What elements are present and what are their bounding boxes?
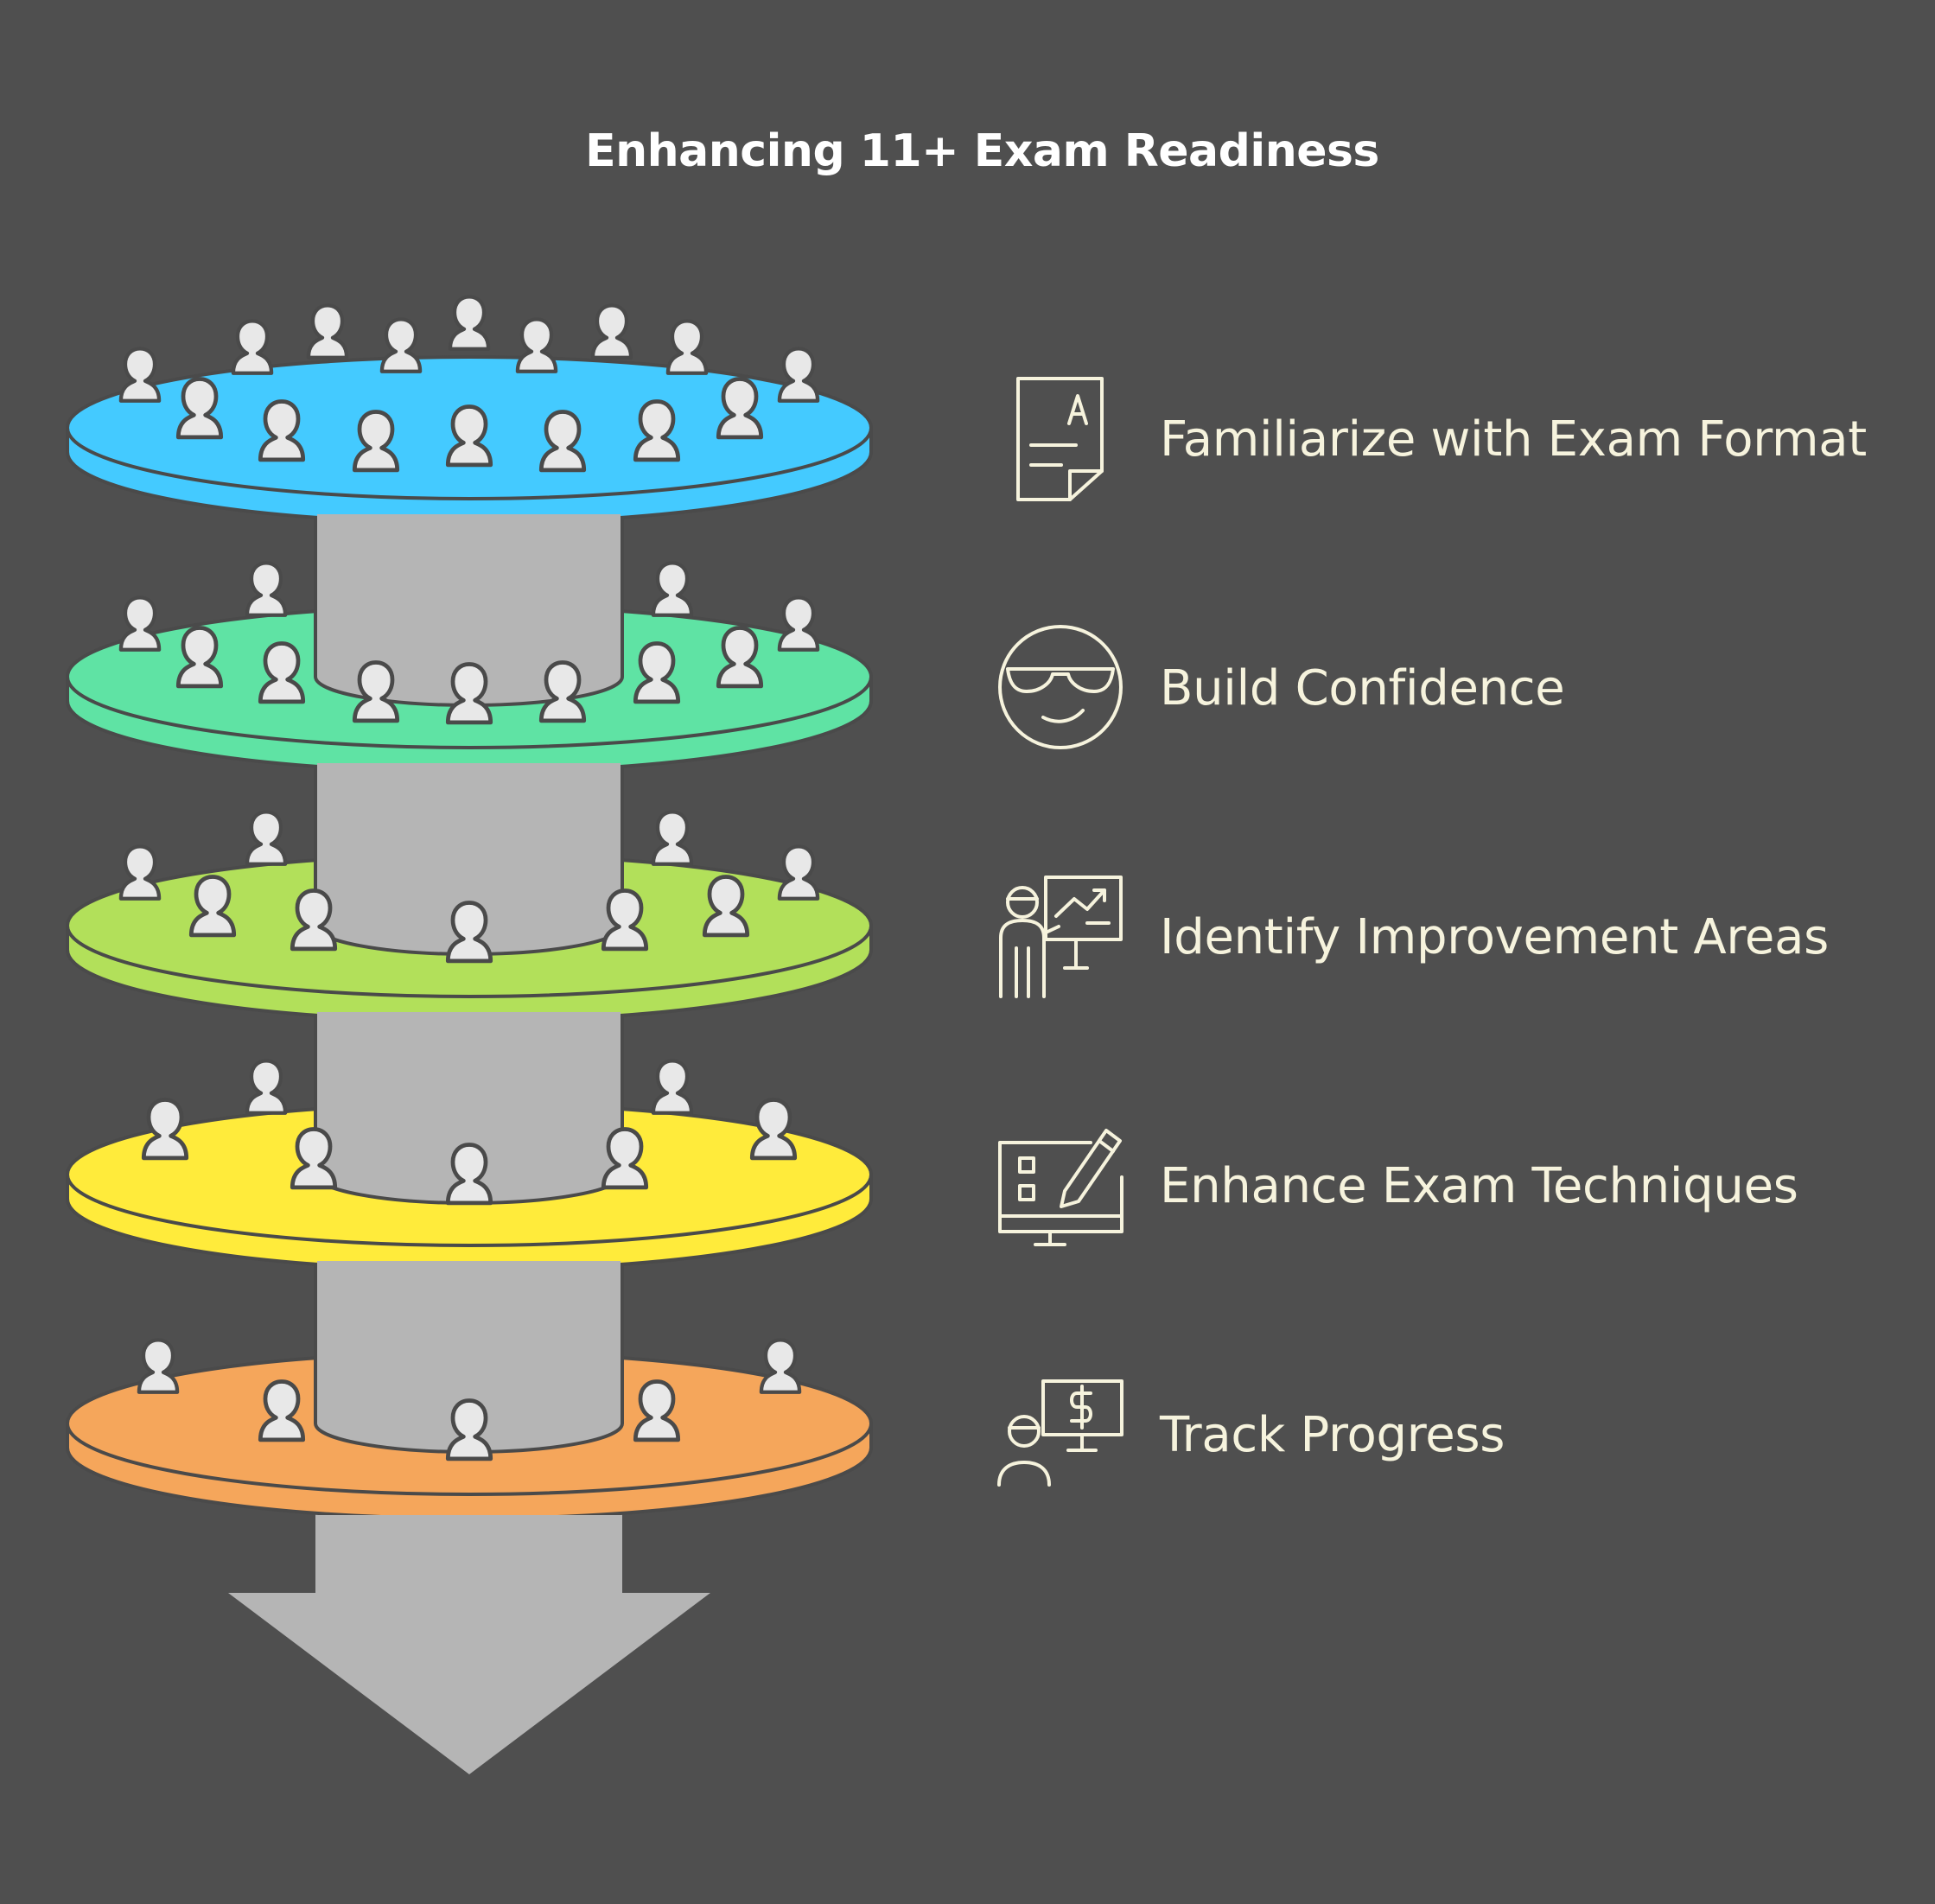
column-cap xyxy=(317,763,621,772)
diagram-title: Enhancing 11+ Exam Readiness xyxy=(585,125,1379,177)
column-cap xyxy=(317,1012,621,1021)
layer-label-3: Identify Improvement Areas xyxy=(1160,909,1829,965)
arrow-shaft xyxy=(315,1515,622,1593)
column-cap xyxy=(317,514,621,523)
layer-label-5: Track Progress xyxy=(1160,1407,1505,1463)
column-cap xyxy=(317,1261,621,1270)
layer-label-2: Build Confidence xyxy=(1160,660,1565,716)
disc-layer-1 xyxy=(66,296,873,525)
layer-label-1: Familiarize with Exam Format xyxy=(1160,411,1867,468)
disc-layer-3 xyxy=(66,763,873,1022)
disc-layer-4 xyxy=(66,1012,873,1271)
disc-layer-2 xyxy=(66,514,873,774)
layer-label-4: Enhance Exam Techniques xyxy=(1160,1158,1798,1214)
